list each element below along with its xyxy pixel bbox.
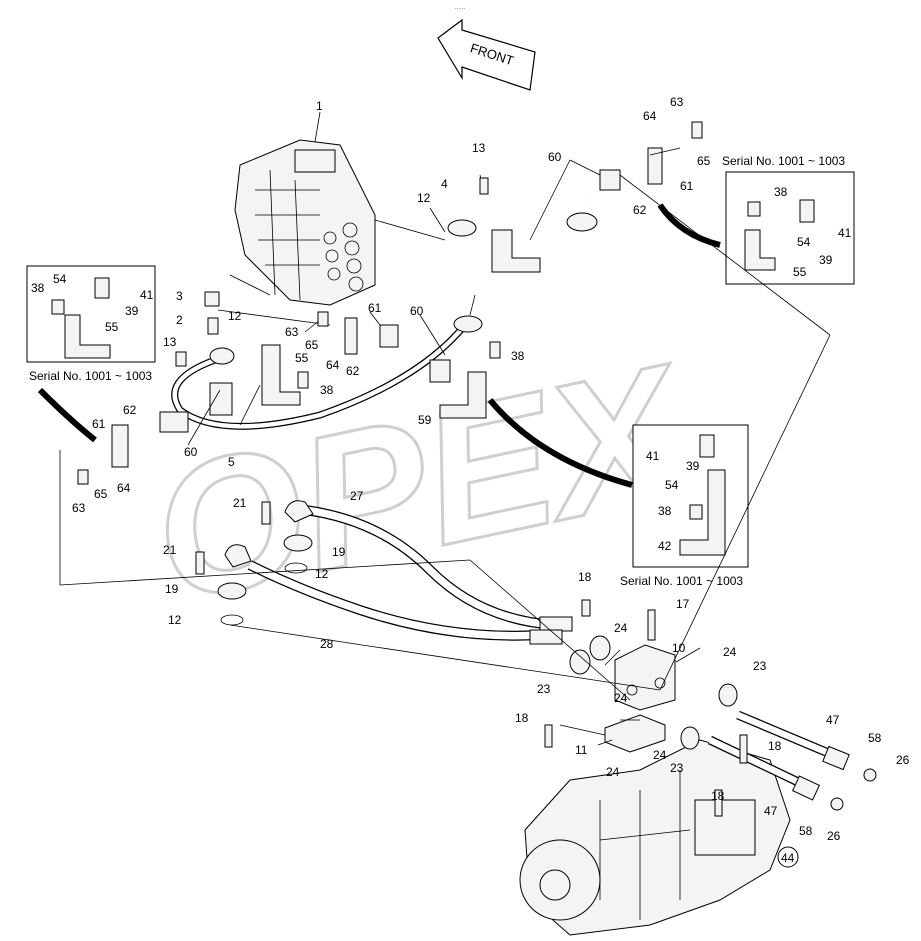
serial-note-top-right: Serial No. 1001 ~ 1003 (722, 154, 845, 168)
callout: 12 (228, 309, 242, 323)
callout: 60 (548, 150, 562, 164)
callout: 19 (165, 582, 179, 596)
serial-note-left: Serial No. 1001 ~ 1003 (29, 369, 152, 383)
callout: 65 (94, 487, 108, 501)
callout: 41 (646, 449, 660, 463)
callout: 60 (410, 304, 424, 318)
control-valve (234, 139, 376, 306)
callout: 61 (92, 417, 106, 431)
callout: 10 (672, 641, 686, 655)
callout: 24 (614, 621, 628, 635)
callout: 64 (326, 358, 340, 372)
manifold-blocks (569, 635, 738, 753)
callout: 24 (606, 765, 620, 779)
callout: 41 (140, 288, 154, 302)
callout: 24 (653, 748, 667, 762)
callout: 59 (418, 413, 432, 427)
callout: 65 (697, 154, 711, 168)
callout: 12 (417, 191, 431, 205)
callout: 55 (793, 265, 807, 279)
callout: 54 (53, 272, 67, 286)
callout: 61 (680, 179, 694, 193)
serial-inset-left (26, 265, 156, 363)
pointer-left (37, 387, 97, 443)
callout: 38 (31, 281, 45, 295)
callout: 62 (123, 403, 137, 417)
callout: 17 (676, 597, 690, 611)
callout: 18 (711, 789, 725, 803)
callout: 63 (285, 325, 299, 339)
callout: 38 (511, 349, 525, 363)
callout: 26 (827, 829, 841, 843)
callout: 23 (537, 682, 551, 696)
callout: 42 (658, 539, 672, 553)
callout: 38 (774, 185, 788, 199)
callout: 62 (633, 203, 647, 217)
small-mark: ∙∙ ∙∙∙ (455, 6, 465, 12)
callout: 27 (350, 489, 364, 503)
callout: 47 (764, 804, 778, 818)
callout: 62 (346, 364, 360, 378)
pipe-60-upper (447, 147, 663, 273)
callout: 19 (332, 545, 346, 559)
callout: 23 (753, 659, 767, 673)
callout: 63 (670, 95, 684, 109)
callout: 26 (896, 753, 910, 767)
callout: 65 (305, 338, 319, 352)
callout: 13 (472, 141, 486, 155)
serial-inset-right (632, 424, 749, 568)
callout: 44 (781, 851, 795, 865)
callout: 39 (686, 459, 700, 473)
callout: 60 (184, 445, 198, 459)
pointer-top-right (657, 203, 721, 248)
callout: 54 (665, 478, 679, 492)
callout: 58 (799, 824, 813, 838)
callout: 38 (658, 504, 672, 518)
serial-inset-top-right (725, 171, 855, 285)
pipes-47 (708, 710, 877, 811)
callout: 24 (614, 691, 628, 705)
callout: 1 (316, 99, 323, 113)
callout-44-circle (777, 846, 799, 868)
hoses-27-28 (217, 500, 573, 645)
callout: 61 (368, 301, 382, 315)
callout: 38 (320, 383, 334, 397)
callout: 63 (72, 501, 86, 515)
front-arrow: FRONT (437, 18, 536, 91)
callout: 18 (578, 570, 592, 584)
callout: 64 (643, 109, 657, 123)
callout: 18 (768, 739, 782, 753)
callout: 3 (176, 289, 183, 303)
callout: 41 (838, 226, 852, 240)
callout: 18 (515, 711, 529, 725)
pointer-right (487, 398, 633, 488)
pipe-60-middle (111, 315, 487, 468)
callout: 28 (320, 637, 334, 651)
callout: 23 (670, 761, 684, 775)
serial-note-right: Serial No. 1001 ~ 1003 (620, 574, 743, 588)
callout: 11 (575, 743, 588, 757)
main-pump (519, 739, 791, 936)
callout: 12 (315, 567, 329, 581)
callout: 4 (441, 177, 448, 191)
callout: 64 (117, 481, 131, 495)
callout: 21 (163, 543, 177, 557)
callout-labels: 1 2 3 4 5 10 11 12 12 12 12 13 13 17 18 … (31, 95, 910, 865)
callout: 39 (125, 304, 139, 318)
callout: 39 (819, 253, 833, 267)
callout: 2 (176, 313, 183, 327)
callout: 12 (168, 613, 182, 627)
callout: 24 (723, 645, 737, 659)
callout: 47 (826, 713, 840, 727)
callout: 54 (797, 235, 811, 249)
callout: 5 (228, 455, 235, 469)
bolts (77, 121, 748, 817)
callout: 58 (868, 731, 882, 745)
callout: 21 (233, 496, 247, 510)
callout: 55 (105, 320, 119, 334)
leader-lines (59, 111, 831, 746)
callout: 55 (295, 351, 309, 365)
callout: 13 (163, 335, 177, 349)
